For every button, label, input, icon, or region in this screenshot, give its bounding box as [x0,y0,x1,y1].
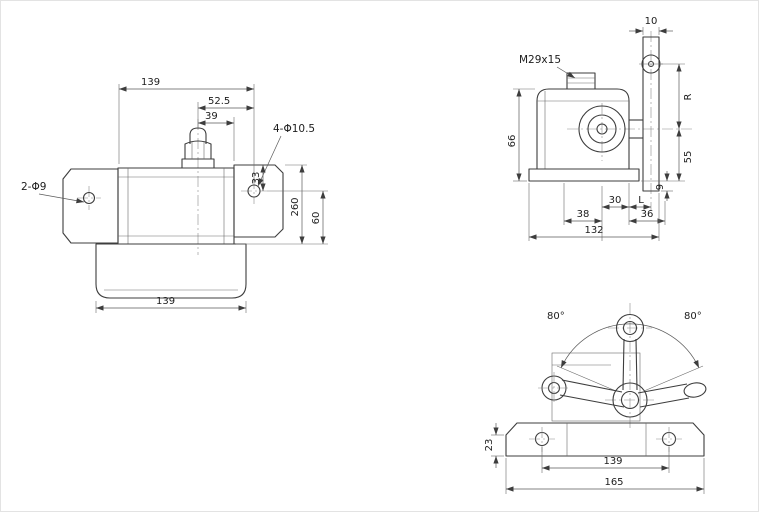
front-body [117,167,235,245]
side-view: 10 M29x15 R 55 66 9 30 L 3 [507,16,694,241]
left-arm-edge [561,379,623,393]
dim-side-36: 36 [641,209,654,220]
dim-front-width-top: 139 [141,77,160,88]
shaft-boss-mid [587,114,617,144]
left-arm-edge [559,394,625,408]
dim-side-lever-width: 10 [645,16,658,27]
dim-side-depth-9: 9 [655,184,666,190]
dim-front-height-260: 260 [290,197,301,216]
label-front-holes-right: 4-Φ10.5 [273,123,315,135]
stem-nut [184,140,212,159]
lever-arm [642,36,660,192]
front-view-dimensions: 139 52.5 39 4-Φ10.5 2-Φ9 33 260 60 139 [21,77,328,313]
dim-swing-width-165: 165 [604,477,623,488]
angle-right-label: 80° [684,311,702,322]
leader-line [556,66,576,79]
front-left-hole [82,191,96,205]
shaft-boss-outer [578,105,626,153]
side-base [528,168,640,182]
shaft-boss-inner [596,123,608,135]
dim-front-offset-39: 39 [205,111,218,122]
stem-flange [181,158,215,169]
dim-front-offset-52-5: 52.5 [208,96,230,107]
swing-base [505,422,705,457]
conduit-entry [566,72,596,90]
swing-view-dimensions: 23 139 165 [484,423,705,494]
swing-body-outline [551,352,641,422]
swing-limit-line [556,365,617,392]
front-cover [95,243,247,299]
pivot-hub-outer [612,382,648,418]
handle-edge [639,397,690,408]
roller-arm-edge [635,338,638,391]
side-view-dimensions: 10 M29x15 R 55 66 9 30 L 3 [507,16,694,241]
dim-swing-hole-spacing-139: 139 [603,456,622,467]
top-roller-outer [615,313,645,343]
dim-front-height-60: 60 [311,212,322,225]
roller-arm-edge [622,338,625,391]
front-view: 139 52.5 39 4-Φ10.5 2-Φ9 33 260 60 139 [21,77,328,313]
pivot-hub-inner [620,390,640,410]
dim-side-30: 30 [609,195,622,206]
swing-arc [560,323,700,369]
front-left-ear [62,168,119,244]
angle-left-label: 80° [547,311,565,322]
leader-line [38,193,85,204]
dim-side-radius-r: R [683,93,694,100]
side-housing [536,88,630,170]
top-roller-pin [622,320,638,336]
dim-side-height-55: 55 [683,151,694,164]
label-front-holes-left: 2-Φ9 [21,181,46,193]
dim-front-hole-33: 33 [251,172,262,185]
dim-side-height-66: 66 [507,135,518,148]
dim-side-width-132: 132 [584,225,603,236]
handle-knob [683,382,707,398]
dim-front-width-bottom: 139 [156,296,175,307]
handle-edge [637,383,688,394]
dim-side-l: L [638,195,644,206]
label-side-thread: M29x15 [519,54,561,66]
front-right-hole [247,184,261,198]
dim-swing-base-height-23: 23 [484,439,495,452]
swing-view: 80° 80° [484,303,707,494]
swing-limit-line [643,365,704,392]
dim-side-38: 38 [577,209,590,220]
